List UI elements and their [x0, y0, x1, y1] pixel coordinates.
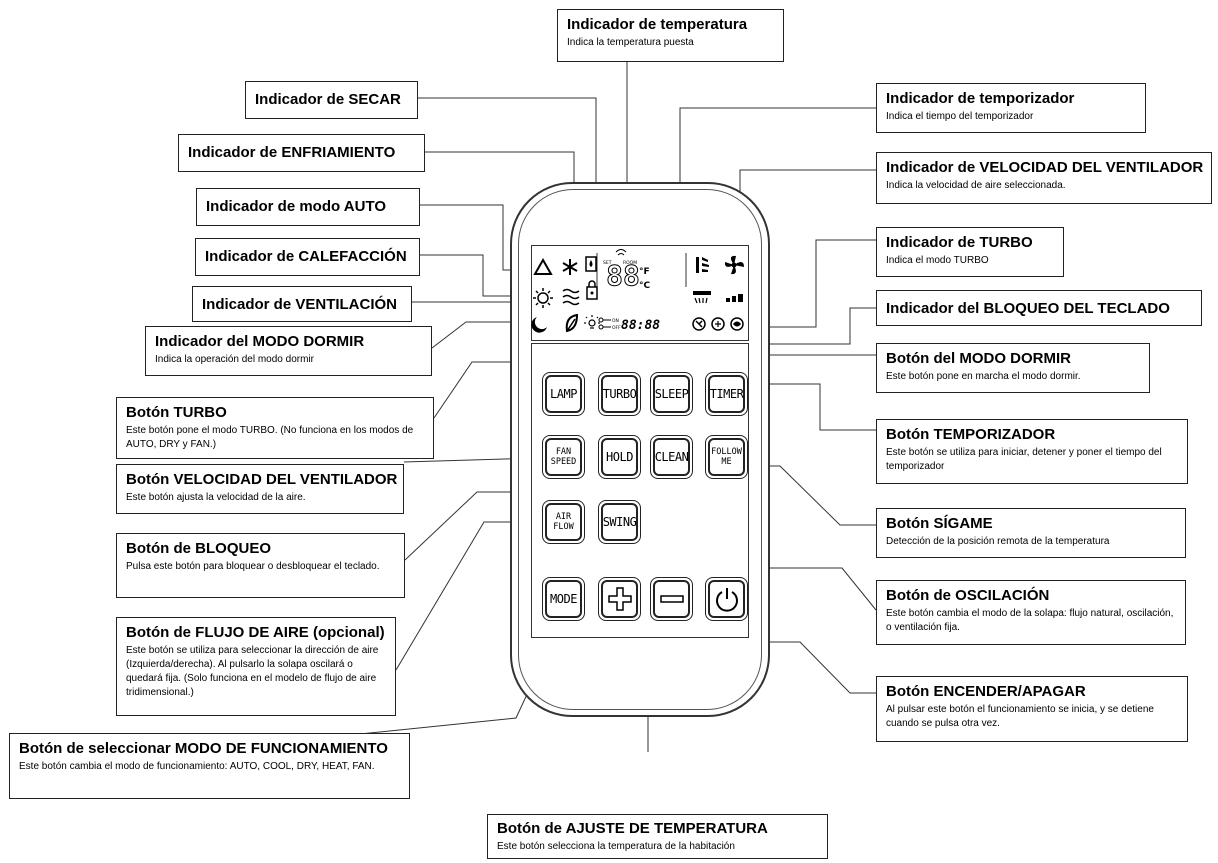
auto-mode-icon [533, 257, 553, 275]
label-auto-indicator: Indicador de modo AUTO [196, 188, 420, 226]
fan-circle-icon [711, 317, 725, 331]
power-icon [715, 588, 738, 612]
leaf-icon [565, 313, 579, 333]
mode-button[interactable]: MODE [542, 577, 585, 621]
lamp-button[interactable]: LAMP [542, 372, 585, 416]
lamp-icon [584, 315, 600, 329]
sun-icon [533, 288, 553, 308]
auto-fan-icon [692, 317, 706, 331]
timer-button[interactable]: TIMER [705, 372, 748, 416]
snowflake-icon [562, 259, 578, 275]
fan-mode-icon [562, 288, 580, 306]
svg-text:OFF: OFF [612, 325, 621, 331]
swing-button[interactable]: SWING [598, 500, 641, 544]
label-fan-indicator: Indicador de VENTILACIÓN [192, 286, 412, 322]
swing-louver-icon [696, 257, 709, 273]
temp-digits: 88 [606, 259, 640, 292]
lcd-icons: 88 SET ROOM °F °C ON OFF 88:88 [531, 249, 744, 333]
sleep-moon-icon [531, 317, 547, 333]
power-button[interactable] [705, 577, 748, 621]
label-air-flow-button: Botón de FLUJO DE AIRE (opcional)Este bo… [116, 617, 396, 716]
label-cool-indicator: Indicador de ENFRIAMIENTO [178, 134, 425, 172]
svg-text:ROOM: ROOM [623, 260, 637, 266]
sleep-button[interactable]: SLEEP [650, 372, 693, 416]
svg-text:°C: °C [639, 281, 651, 291]
minus-icon [659, 595, 684, 603]
fan-speed-bars-icon [726, 294, 743, 302]
svg-text:ON: ON [612, 318, 619, 324]
label-mode-button: Botón de seleccionar MODO DE FUNCIONAMIE… [9, 733, 410, 799]
turbo-circle-icon [730, 317, 744, 331]
label-dry-indicator: Indicador de SECAR [245, 81, 418, 119]
hold-button[interactable]: HOLD [598, 435, 641, 479]
clean-button[interactable]: CLEAN [650, 435, 693, 479]
svg-text:°F: °F [639, 267, 650, 277]
turbo-louver-icon [693, 291, 711, 304]
plus-icon [607, 587, 632, 611]
signal-icon [615, 249, 627, 256]
temp-up-button[interactable] [598, 577, 641, 621]
timer-digits: 88:88 [621, 318, 660, 333]
timer-arrows-icon [598, 317, 611, 330]
dry-icon [585, 256, 597, 272]
fan-blade-icon [724, 255, 744, 275]
label-lock-indicator: Indicador del BLOQUEO DEL TECLADO [876, 290, 1202, 326]
svg-text:SET: SET [603, 260, 612, 266]
turbo-button[interactable]: TURBO [598, 372, 641, 416]
temp-down-button[interactable] [650, 577, 693, 621]
label-heat-indicator: Indicador de CALEFACCIÓN [195, 238, 420, 276]
lock-icon [586, 280, 598, 300]
